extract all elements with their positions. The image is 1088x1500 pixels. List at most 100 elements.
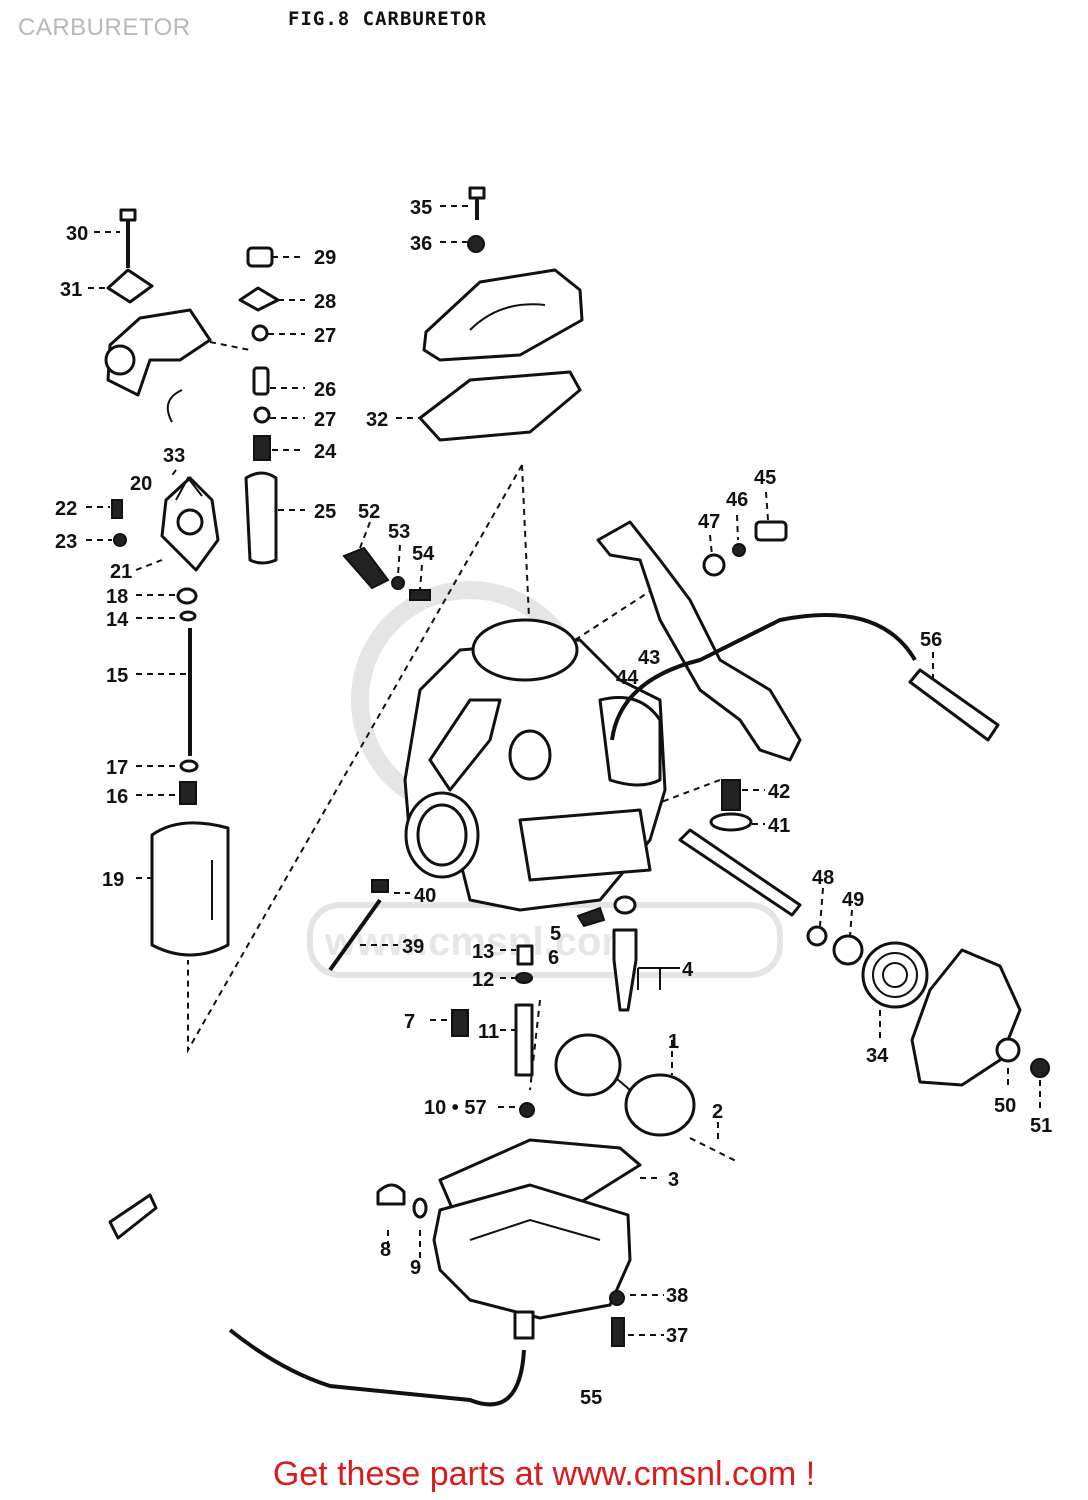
callout-2: 2 [712, 1101, 723, 1123]
part-12-ring [515, 972, 533, 984]
part-48-washer [806, 925, 828, 947]
part-28-nut [238, 286, 280, 312]
part-8-plug [376, 1183, 406, 1206]
part-38-washer [609, 1290, 625, 1306]
throttle-pulley [910, 948, 1022, 1087]
callout-33: 33 [163, 445, 185, 467]
part-46-washer [732, 543, 746, 557]
part-22-screw [111, 499, 123, 519]
part-4-float-valve [612, 895, 638, 1012]
part-56-tube [908, 668, 1000, 742]
part-37-screw [611, 1317, 625, 1347]
callout-36: 36 [410, 233, 432, 255]
part-41-screw [709, 812, 753, 832]
callout-9: 9 [410, 1257, 421, 1279]
part-35-screw [468, 186, 486, 220]
part-49-washer [832, 934, 864, 966]
callout-29: 29 [314, 247, 336, 269]
callout-25: 25 [314, 501, 336, 523]
callout-40: 40 [414, 885, 436, 907]
figure-title: FIG.8 CARBURETOR [288, 8, 488, 30]
part-45-bolt [754, 520, 788, 542]
callout-37: 37 [666, 1325, 688, 1347]
exploded-parts-diagram: .p { fill:#fff; stroke:#111; stroke-widt… [55, 186, 1052, 1409]
callout-20: 20 [130, 473, 152, 495]
callout-50: 50 [994, 1095, 1016, 1117]
callout-17: 17 [106, 757, 128, 779]
part-40-clip [371, 879, 389, 893]
part-20-link [175, 476, 203, 501]
callout-27a: 27 [314, 325, 336, 347]
part-14-clip [179, 610, 197, 622]
callout-1: 1 [668, 1031, 679, 1053]
callout-28: 28 [314, 291, 336, 313]
callout-42: 42 [768, 781, 790, 803]
callout-30: 30 [66, 223, 88, 245]
float-bowl [432, 1183, 632, 1340]
callout-19: 19 [102, 869, 124, 891]
part-33-clip [166, 389, 183, 423]
callout-12: 12 [472, 969, 494, 991]
part-47-washer [702, 553, 726, 577]
callout-48: 48 [812, 867, 834, 889]
callout-26: 26 [314, 379, 336, 401]
callout-21: 21 [110, 561, 132, 583]
cable-hose [610, 613, 917, 741]
callout-49: 49 [842, 889, 864, 911]
callout-14: 14 [106, 609, 129, 631]
part-9-ring [412, 1197, 428, 1219]
callout-56: 56 [920, 629, 942, 651]
part-31-plate [106, 268, 154, 304]
callout-18: 18 [106, 586, 128, 608]
part-11-needle-jet [514, 1003, 534, 1077]
callout-16: 16 [106, 786, 128, 808]
part-54-spring [409, 589, 431, 601]
callout-44: 44 [616, 667, 639, 689]
callout-15: 15 [106, 665, 128, 687]
callout-51: 51 [1030, 1115, 1052, 1137]
part-13-jet [516, 944, 534, 966]
leader-lines [86, 205, 1041, 1336]
callout-43: 43 [638, 647, 660, 669]
part-50-washer [995, 1037, 1021, 1063]
part-53-ring [391, 576, 405, 590]
starter-lever-arm [104, 308, 212, 397]
part-30-screw [119, 208, 137, 268]
part-19-throttle-valve [150, 821, 230, 957]
part-27b-washer [253, 406, 271, 424]
part-18-nut [176, 587, 198, 605]
part-27-washer [251, 324, 269, 342]
callout-39: 39 [402, 936, 424, 958]
part-10-57-jet [519, 1102, 535, 1118]
callout-31: 31 [60, 279, 82, 301]
callout-8: 8 [380, 1239, 391, 1261]
part-42-spring [721, 779, 741, 811]
callout-41: 41 [768, 815, 790, 837]
callout-38: 38 [666, 1285, 688, 1307]
callout-45: 45 [754, 467, 776, 489]
callout-5: 5 [550, 923, 561, 945]
part-21-plate [160, 476, 220, 572]
callout-54: 54 [412, 543, 435, 565]
callout-32: 32 [366, 409, 388, 431]
part-39-screw [328, 898, 382, 972]
part-55-drain-hose [228, 1328, 526, 1407]
throttle-lever [596, 520, 802, 762]
callout-23: 23 [55, 531, 77, 553]
callout-52: 52 [358, 501, 380, 523]
callout-4: 4 [682, 959, 694, 981]
part-25-plunger [244, 471, 278, 565]
callout-7: 7 [404, 1011, 415, 1033]
footer-link[interactable]: Get these parts at www.cmsnl.com ! [272, 1455, 816, 1493]
part-24-spring [253, 435, 271, 461]
throttle-shaft [678, 828, 802, 917]
callout-13: 13 [472, 941, 494, 963]
callout-34: 34 [866, 1045, 889, 1067]
callout-53: 53 [388, 521, 410, 543]
part-17-washer [179, 759, 199, 773]
part-2-pin [689, 1137, 739, 1163]
part-23-washer [113, 533, 127, 547]
callout-10-57: 10 • 57 [424, 1097, 487, 1119]
front-arrow-icon [108, 1193, 158, 1240]
callout-47: 47 [698, 511, 720, 533]
